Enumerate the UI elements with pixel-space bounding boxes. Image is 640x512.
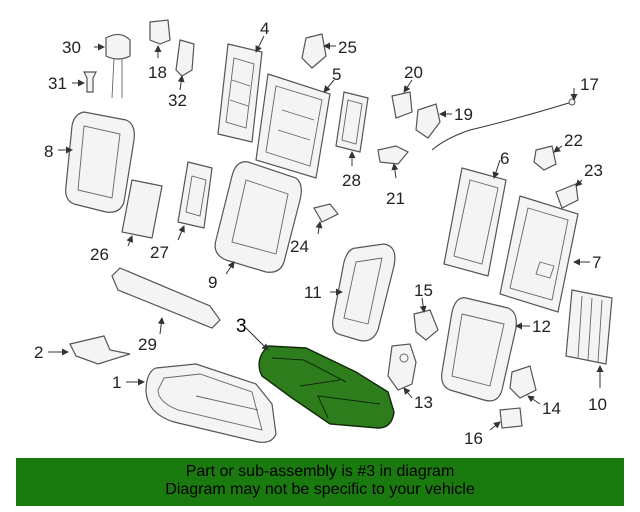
callout-14: 14 [542, 399, 561, 418]
part-11-backrest[interactable] [332, 243, 396, 342]
callout-16: 16 [464, 429, 483, 448]
part-3-seat-cushion-highlighted[interactable] [258, 345, 395, 429]
callout-18: 18 [148, 63, 167, 82]
banner-line-2: Diagram may not be specific to your vehi… [165, 481, 475, 498]
callout-17: 17 [580, 75, 599, 94]
callout-25: 25 [338, 38, 357, 57]
callout-1: 1 [112, 373, 121, 392]
part-32-latch[interactable] [175, 39, 195, 77]
callout-8: 8 [44, 142, 53, 161]
part-5-back-panel[interactable] [255, 73, 331, 179]
callout-20: 20 [404, 63, 423, 82]
part-12-backrest[interactable] [441, 297, 517, 402]
part-8-seat-back[interactable] [65, 111, 135, 213]
callout-11: 11 [304, 283, 322, 302]
part-22-bracket[interactable] [533, 145, 557, 171]
callout-6: 6 [500, 149, 509, 168]
callout-13: 13 [414, 393, 433, 412]
callout-10: 10 [588, 395, 607, 414]
callout-9: 9 [208, 273, 217, 292]
part-29-rail[interactable] [111, 267, 221, 329]
callout-31: 31 [48, 74, 67, 93]
callout-2: 2 [34, 343, 43, 362]
part-19-guide[interactable] [415, 103, 441, 139]
callout-29: 29 [138, 335, 157, 354]
part-24-clip[interactable] [313, 203, 339, 223]
callout-22: 22 [564, 131, 583, 150]
part-6-panel[interactable] [443, 167, 507, 277]
info-banner: Part or sub-assembly is #3 in diagram Di… [16, 458, 624, 506]
part-26-bolster[interactable] [121, 179, 163, 239]
part-23-bezel[interactable] [555, 183, 579, 209]
part-15-bracket[interactable] [413, 309, 439, 341]
callout-26: 26 [90, 245, 109, 264]
callout-24: 24 [290, 237, 309, 256]
callout-23: 23 [584, 161, 603, 180]
callout-32: 32 [168, 91, 187, 110]
part-13-hinge[interactable] [387, 343, 417, 391]
part-27-bracket[interactable] [177, 161, 213, 229]
part-4-frame[interactable] [217, 43, 263, 143]
part-25-bracket[interactable] [301, 33, 327, 69]
part-21-clip[interactable] [377, 145, 409, 165]
part-16-clip[interactable] [499, 407, 523, 429]
part-31-guide[interactable] [83, 71, 97, 93]
callout-15: 15 [414, 281, 433, 300]
callout-19: 19 [454, 105, 473, 124]
part-9-seat-back[interactable] [214, 161, 302, 273]
callout-7: 7 [592, 253, 601, 272]
callout-21: 21 [386, 189, 405, 208]
banner-line-1: Part or sub-assembly is #3 in diagram [185, 463, 455, 480]
callout-3: 3 [236, 316, 247, 337]
part-28-trim[interactable] [335, 91, 369, 153]
part-1-seat-cushion[interactable] [145, 363, 277, 443]
callout-5: 5 [332, 65, 341, 84]
part-2-trim[interactable] [69, 335, 131, 365]
part-10-panel[interactable] [565, 289, 613, 365]
callout-27: 27 [150, 243, 169, 262]
callout-12: 12 [532, 317, 551, 336]
part-14-bracket[interactable] [509, 365, 537, 399]
callout-30: 30 [62, 38, 81, 57]
part-18-bracket[interactable] [149, 19, 171, 45]
part-7-panel[interactable] [499, 195, 579, 313]
callout-4: 4 [260, 19, 269, 38]
callout-28: 28 [342, 171, 361, 190]
part-30-headrest[interactable] [105, 33, 131, 99]
part-20-clip[interactable] [391, 91, 413, 119]
